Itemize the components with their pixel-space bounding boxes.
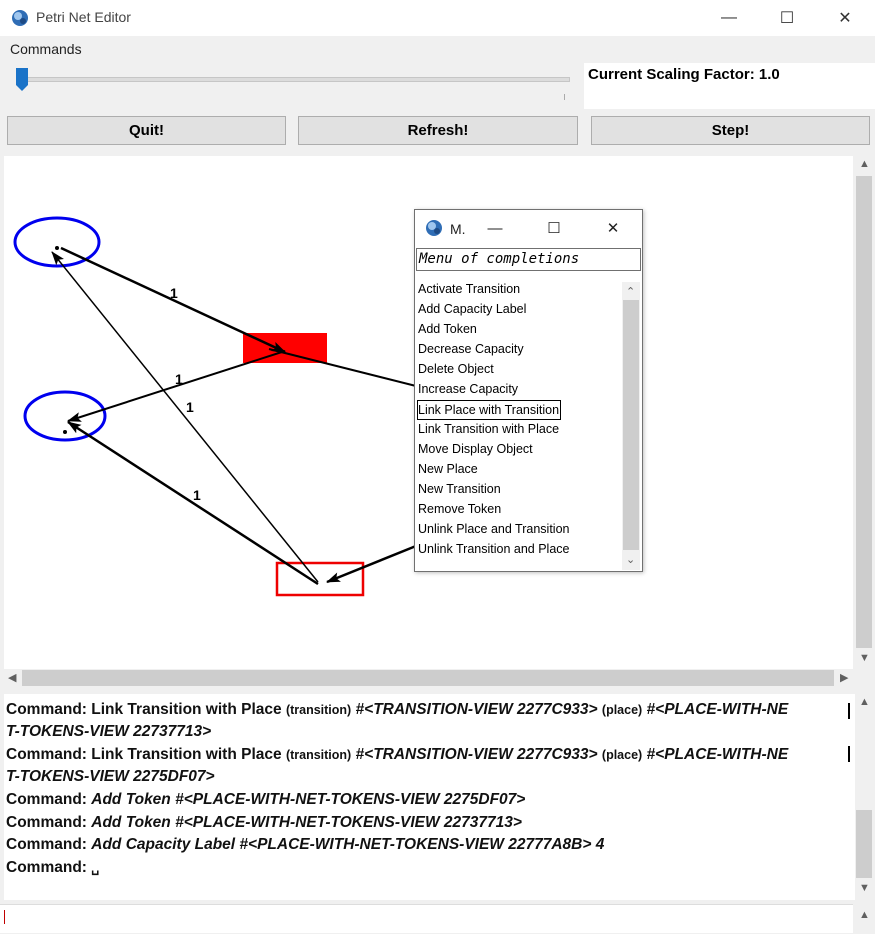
menu-item-unlink-place-and-transition[interactable]: Unlink Place and Transition <box>418 522 570 536</box>
app-icon <box>426 220 442 236</box>
scaling-slider-thumb[interactable] <box>16 68 28 92</box>
log-line: Command: Link Transition with Place (tra… <box>6 746 789 763</box>
slider-end-tick <box>564 94 565 100</box>
input-scrollbar[interactable] <box>853 904 875 932</box>
title-bar <box>0 0 875 36</box>
chevron-down-icon[interactable]: ⌄ <box>626 554 636 566</box>
arc <box>60 246 286 354</box>
arc-weight: 1 <box>175 371 183 387</box>
popup-close-button[interactable]: ✕ <box>598 212 628 244</box>
log-vertical-scroll-thumb[interactable] <box>856 810 872 878</box>
menu-item-add-capacity-label[interactable]: Add Capacity Label <box>418 302 527 316</box>
input-caret <box>4 910 5 924</box>
log-line: Command: Add Capacity Label #<PLACE-WITH… <box>6 836 605 853</box>
minimize-button[interactable]: — <box>700 0 758 36</box>
log-line-prompt: Command: ␣ <box>6 859 100 876</box>
app-icon <box>12 10 28 26</box>
refresh-button[interactable]: Refresh! <box>298 116 578 145</box>
menu-item-delete-object[interactable]: Delete Object <box>418 362 494 376</box>
menu-bar <box>0 36 875 60</box>
menu-item-add-token[interactable]: Add Token <box>418 322 477 336</box>
close-button[interactable]: ✕ <box>816 0 874 36</box>
log-line: Command: Add Token #<PLACE-WITH-NET-TOKE… <box>6 814 522 831</box>
canvas-vertical-scroll-thumb[interactable] <box>856 176 872 648</box>
log-line: Command: Link Transition with Place (tra… <box>6 701 789 718</box>
scaling-slider-track[interactable] <box>22 77 570 82</box>
log-line: T-TOKENS-VIEW 22737713> <box>6 723 212 740</box>
arc-weight: 1 <box>170 285 178 301</box>
token <box>55 246 59 250</box>
quit-button[interactable]: Quit! <box>7 116 286 145</box>
menu-item-increase-capacity[interactable]: Increase Capacity <box>418 382 519 396</box>
log-line: Command: Add Token #<PLACE-WITH-NET-TOKE… <box>6 791 526 808</box>
scaling-display <box>584 63 875 109</box>
close-icon: ✕ <box>838 10 852 27</box>
arc-weight: 1 <box>193 487 201 503</box>
arc <box>51 251 319 583</box>
scaling-factor-label: Current Scaling Factor: 1.0 <box>588 66 780 83</box>
menu-item-new-transition[interactable]: New Transition <box>418 482 501 496</box>
minimize-icon: — <box>487 219 503 237</box>
step-button[interactable]: Step! <box>591 116 870 145</box>
popup-maximize-button[interactable]: ☐ <box>539 212 569 244</box>
menu-item-activate-transition[interactable]: Activate Transition <box>418 282 521 296</box>
scroll-up-icon[interactable]: ▲ <box>859 696 870 708</box>
maximize-icon: ☐ <box>779 10 795 27</box>
popup-title: M. <box>450 221 466 237</box>
arc <box>67 350 286 422</box>
arc <box>326 544 417 584</box>
popup-vertical-scroll-thumb[interactable] <box>623 300 639 550</box>
scroll-up-icon[interactable]: ▲ <box>859 158 870 170</box>
scroll-down-icon[interactable]: ▼ <box>859 882 870 894</box>
menu-commands[interactable]: Commands <box>10 41 82 57</box>
command-input[interactable] <box>0 904 853 933</box>
scroll-left-icon[interactable]: ◀ <box>8 672 17 684</box>
menu-item-link-transition-with-place[interactable]: Link Transition with Place <box>418 422 560 436</box>
popup-heading: Menu of completions <box>419 251 580 267</box>
place-bottom[interactable] <box>23 390 107 442</box>
menu-item-new-place[interactable]: New Place <box>418 462 478 476</box>
menu-item-unlink-transition-and-place[interactable]: Unlink Transition and Place <box>418 542 570 556</box>
log-line: T-TOKENS-VIEW 2275DF07> <box>6 768 215 785</box>
close-icon: ✕ <box>606 220 620 237</box>
scroll-right-icon[interactable]: ▶ <box>840 672 849 684</box>
menu-item-move-display-object[interactable]: Move Display Object <box>418 442 533 456</box>
menu-item-link-place-with-transition[interactable]: Link Place with Transition <box>417 400 562 420</box>
text-cursor-bar <box>848 746 850 762</box>
window-title: Petri Net Editor <box>36 9 131 25</box>
arc <box>268 348 417 387</box>
menu-item-decrease-capacity[interactable]: Decrease Capacity <box>418 342 524 356</box>
maximize-button[interactable]: ☐ <box>758 0 816 36</box>
command-log[interactable] <box>4 694 855 900</box>
canvas-horizontal-scroll-thumb[interactable] <box>22 670 834 686</box>
place-top[interactable] <box>13 216 101 268</box>
scroll-up-icon[interactable]: ▲ <box>859 909 870 921</box>
scroll-down-icon[interactable]: ▼ <box>859 652 870 664</box>
minimize-icon: — <box>721 9 737 26</box>
chevron-up-icon[interactable]: ⌃ <box>626 286 636 298</box>
menu-item-remove-token[interactable]: Remove Token <box>418 502 502 516</box>
token <box>63 430 67 434</box>
petri-net-drawing: 1 1 1 1 <box>13 216 417 597</box>
popup-minimize-button[interactable]: — <box>480 212 510 244</box>
text-cursor-bar <box>848 703 850 719</box>
maximize-icon: ☐ <box>547 220 561 237</box>
popup-heading-box <box>416 248 641 271</box>
popup-title-bar <box>415 210 642 247</box>
arc <box>67 420 319 586</box>
transition-empty[interactable] <box>275 561 365 597</box>
arc-weight: 1 <box>186 399 194 415</box>
